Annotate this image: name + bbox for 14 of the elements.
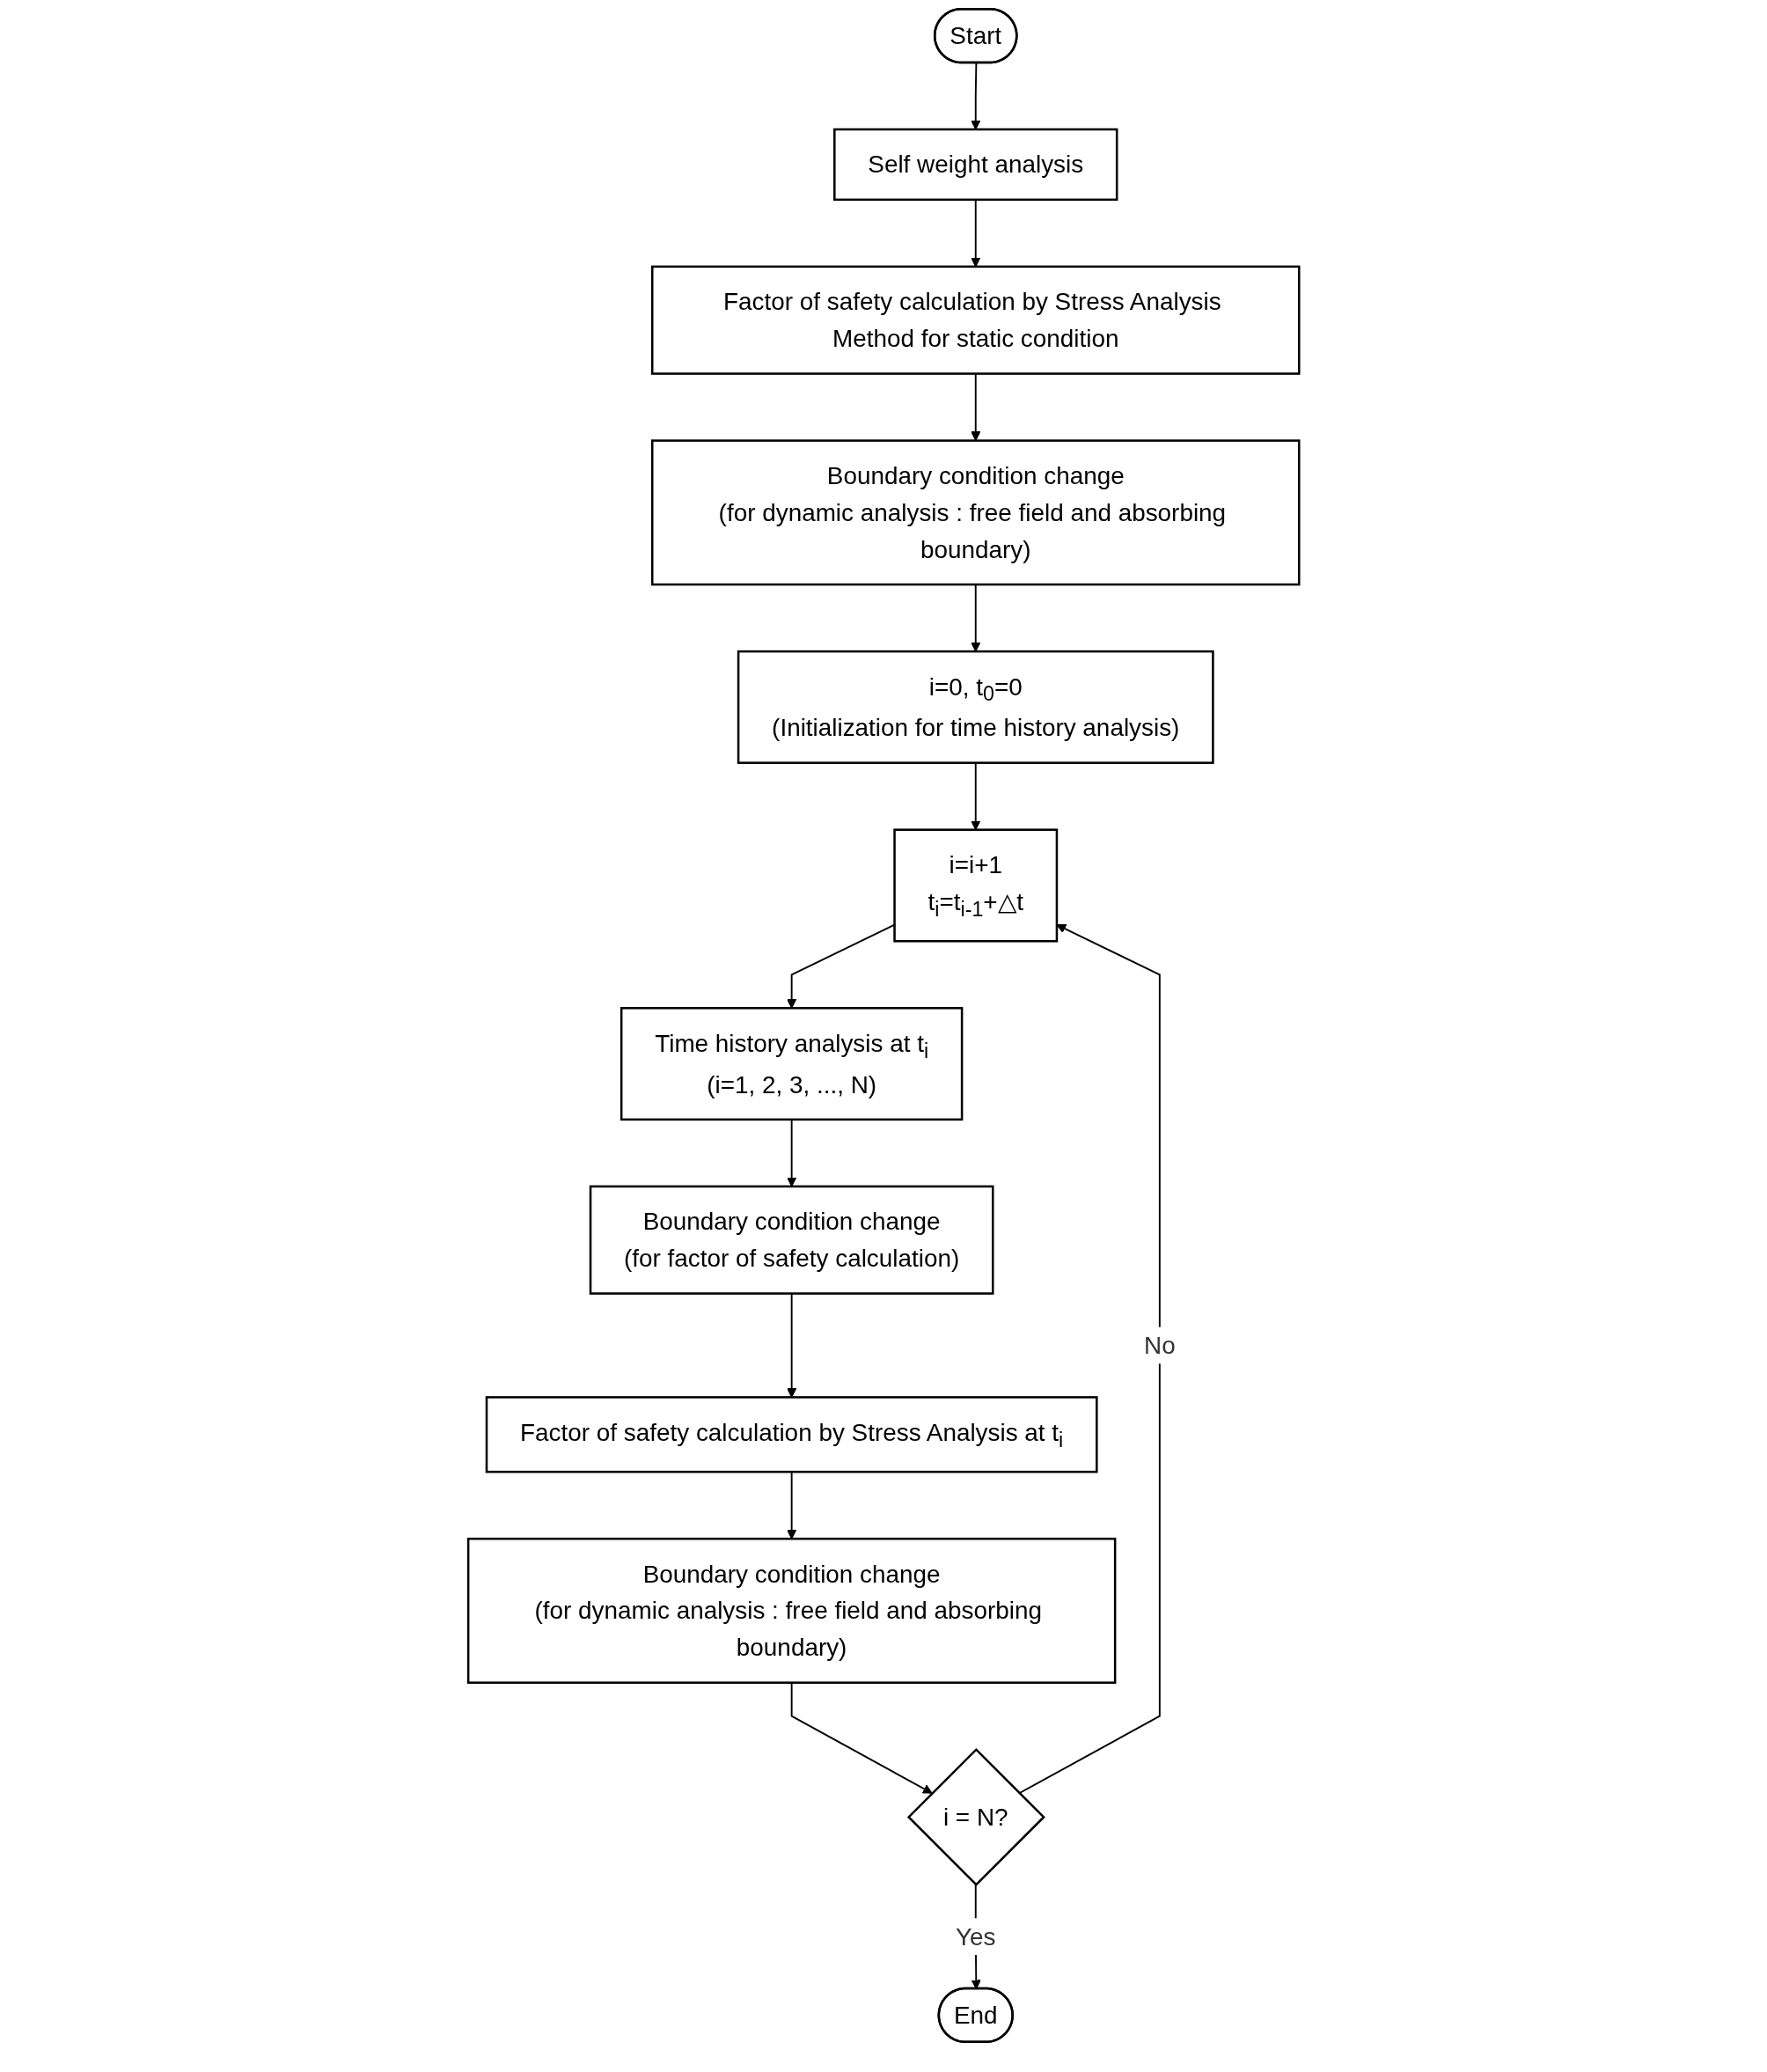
node-box: Boundary condition change (for dynamic analysis : free field and absorbing boundary) xyxy=(466,1537,1117,1684)
edge-label: Yes xyxy=(955,1922,996,1951)
arrow xyxy=(970,62,981,130)
node-box: i=0, t$_{0}$=0 (Initialization for time history analysis) xyxy=(737,650,1214,764)
node-box: Self weight analysis xyxy=(832,128,1118,202)
arrow xyxy=(1018,924,1161,1795)
node-box: Factor of safety calculation by Stress Analysis Method for static condition xyxy=(650,265,1301,375)
node-box: i=i+1 t$_{i}$=t$_{i-1}$+△t xyxy=(893,828,1058,943)
node-diamond: i = N? xyxy=(906,1747,1045,1886)
node-box: Time history analysis at t$_{i}$ (i=1, 2, 3, ..., N) xyxy=(620,1007,964,1121)
node-box: Boundary condition change (for factor of safety calculation) xyxy=(589,1185,994,1295)
edge-label: No xyxy=(1143,1331,1176,1360)
node-box: Factor of safety calculation by Stress Analysis at t$_{i}$ xyxy=(485,1396,1098,1473)
node-box: Boundary condition change (for dynamic analysis : free field and absorbing boundary) xyxy=(650,439,1301,586)
